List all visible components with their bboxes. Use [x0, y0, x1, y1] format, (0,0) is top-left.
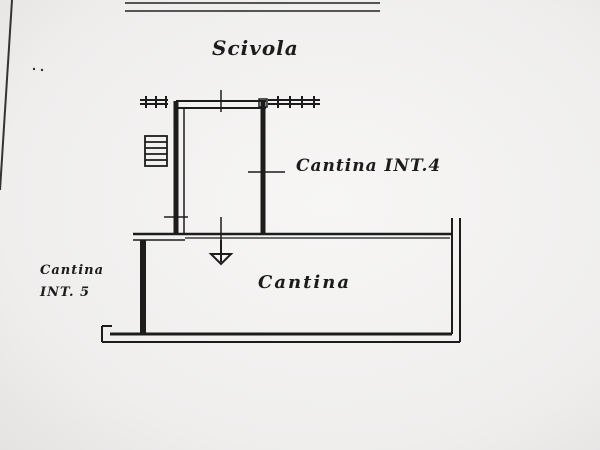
top-edge-lines — [125, 2, 380, 12]
left-scan-edge — [0, 0, 13, 191]
upper-room-walls — [164, 90, 285, 240]
main-room-walls — [101, 218, 461, 343]
entry-arrow-icon — [208, 240, 234, 266]
top-wall-stubs — [140, 96, 320, 108]
label-scivola: Scivola — [212, 36, 299, 60]
stray-dots — [32, 67, 44, 72]
stair-block — [144, 135, 168, 167]
label-cantina-int4: Cantina INT.4 — [296, 156, 442, 176]
label-cantina-int5-line1: Cantina — [40, 263, 105, 278]
label-cantina-main: Cantina — [258, 272, 351, 293]
label-cantina-int5: Cantina INT. 5 — [40, 260, 104, 304]
label-cantina-int5-line2: INT. 5 — [40, 285, 91, 300]
